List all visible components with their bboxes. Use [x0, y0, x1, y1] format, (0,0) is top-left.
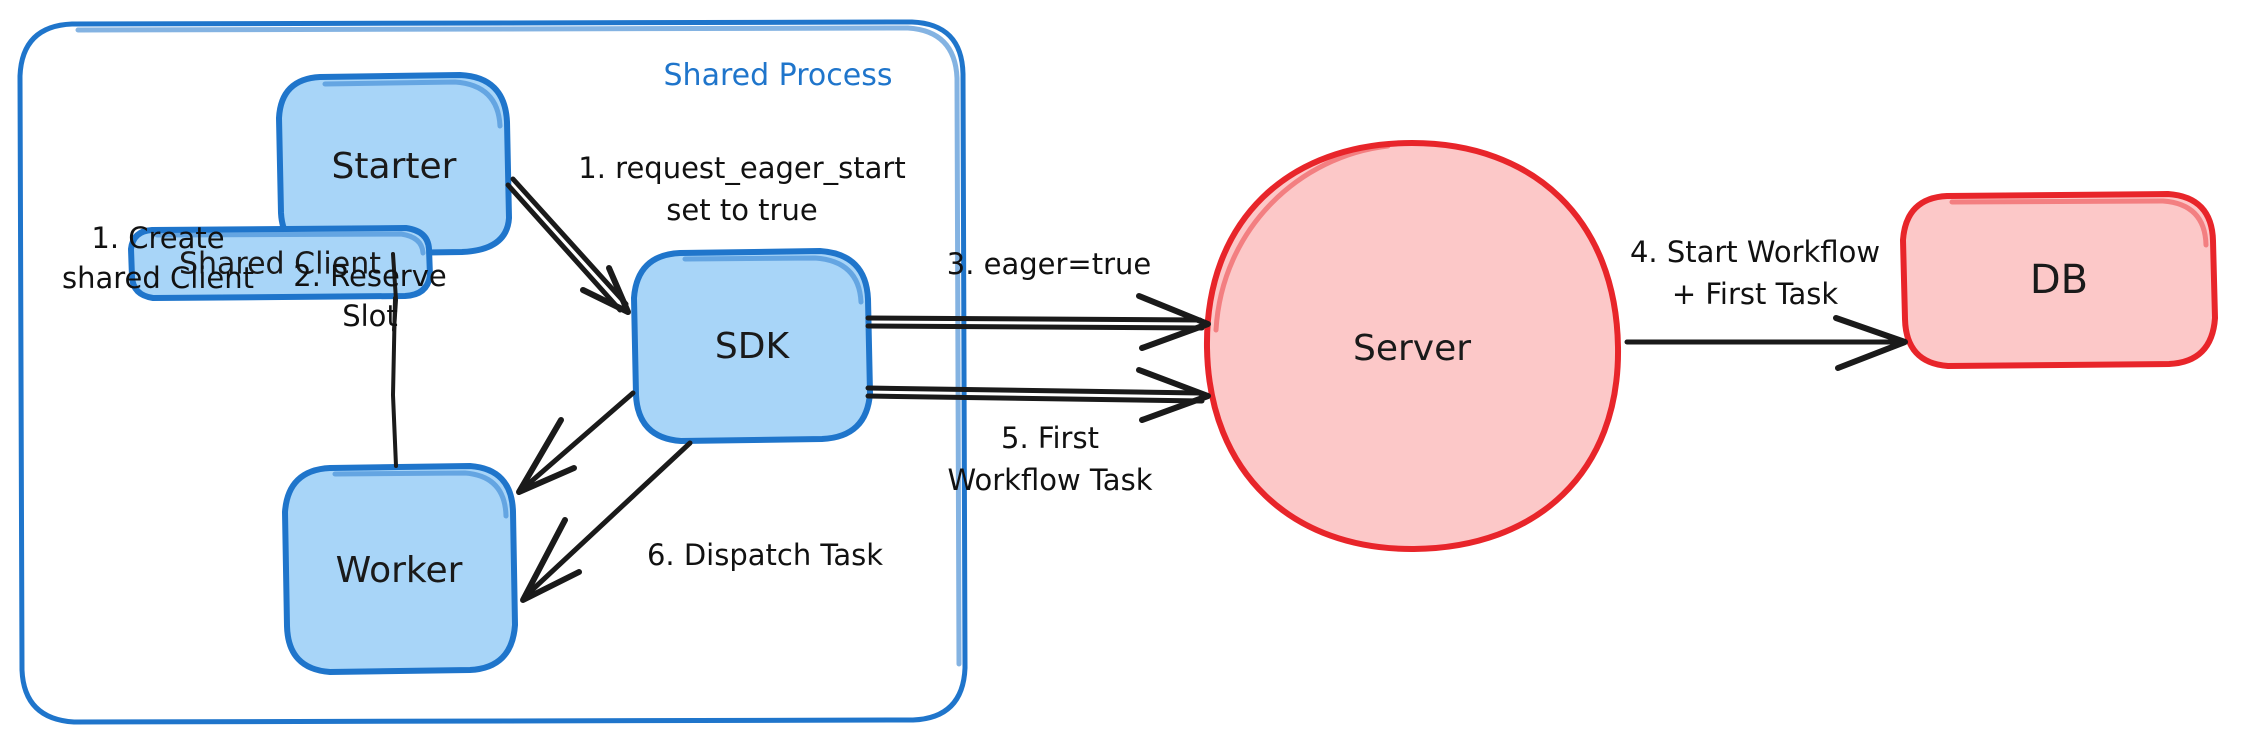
- node-server-label: Server: [1353, 328, 1471, 369]
- edge7-line1: 5. First: [1001, 421, 1099, 455]
- edge-starter-sharedclient-worker: [391, 252, 398, 468]
- node-sdk-label: SDK: [715, 326, 791, 367]
- edge-sdk-to-worker-reserve: [516, 390, 636, 495]
- edge-server-to-db: [1624, 315, 1908, 371]
- edge-sdk-to-server-firsttask: [865, 367, 1211, 423]
- node-db-label: DB: [2030, 257, 2088, 303]
- edge-label-eager-true: 3. eager=true: [947, 247, 1152, 281]
- shared-process-label: Shared Process: [664, 58, 893, 93]
- edge6-line2: + First Task: [1672, 277, 1839, 311]
- edge-label-dispatch-task: 6. Dispatch Task: [647, 538, 883, 572]
- node-worker[interactable]: Worker: [282, 463, 518, 675]
- edge7-line2: Workflow Task: [948, 463, 1153, 497]
- edge-starter-to-sdk: [505, 176, 631, 315]
- edge3-line2: set to true: [666, 193, 817, 227]
- edge5-line1: 3. eager=true: [947, 247, 1152, 281]
- edge-label-first-workflow-task: 5. First Workflow Task: [948, 421, 1153, 497]
- edge4-line1: 2. Reserve: [293, 259, 446, 293]
- node-sdk[interactable]: SDK: [631, 248, 873, 444]
- node-db[interactable]: DB: [1900, 191, 2218, 369]
- node-shared-client-label: Shared Client: [179, 247, 381, 282]
- edge-sdk-to-worker-dispatch: [520, 440, 693, 603]
- edge6-line1: 4. Start Workflow: [1630, 235, 1880, 269]
- edge-label-start-workflow: 4. Start Workflow + First Task: [1630, 235, 1880, 311]
- edge3-line1: 1. request_eager_start: [578, 151, 905, 185]
- edge1-line1: 1. Create: [91, 221, 224, 255]
- shared-process-container[interactable]: Shared Process: [17, 19, 968, 725]
- edge8-line1: 6. Dispatch Task: [647, 538, 883, 572]
- node-server[interactable]: Server: [1203, 140, 1622, 553]
- node-worker-label: Worker: [336, 550, 463, 591]
- edge-label-reserve-slot: 2. Reserve Slot: [293, 259, 446, 333]
- edge-label-request-eager-start: 1. request_eager_start set to true: [578, 151, 905, 227]
- edge1-line2: shared Client: [62, 261, 254, 295]
- node-shared-client[interactable]: Shared Client: [128, 225, 433, 301]
- edge-sdk-to-server-eager: [865, 293, 1211, 351]
- edge4-line2: Slot: [342, 299, 398, 333]
- node-starter-label: Starter: [332, 146, 457, 187]
- node-starter[interactable]: Starter: [276, 72, 512, 257]
- edge-label-create-shared-client: 1. Create shared Client: [62, 221, 254, 295]
